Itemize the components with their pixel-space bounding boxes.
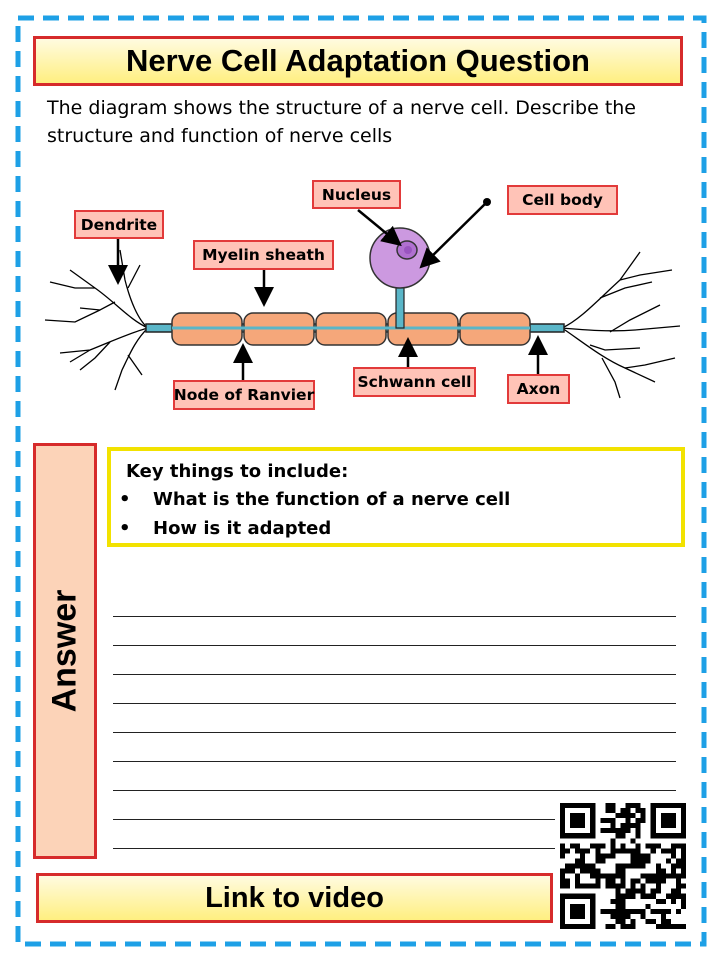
answer-panel: Answer (33, 443, 97, 859)
left-dendrites (44, 249, 149, 391)
page-title: Nerve Cell Adaptation Question (33, 36, 683, 86)
question-text: The diagram shows the structure of a ner… (47, 97, 636, 147)
label-node-of-ranvier: Node of Ranvier (173, 380, 315, 410)
answer-label: Answer (45, 589, 84, 713)
label-arrows (108, 201, 548, 380)
label-dendrite: Dendrite (74, 210, 164, 239)
key-things-title: Key things to include: (126, 461, 349, 482)
answer-line[interactable] (113, 761, 676, 762)
label-schwann-cell: Schwann cell (353, 367, 476, 397)
answer-line[interactable] (113, 674, 676, 675)
answer-line[interactable] (113, 790, 676, 791)
key-item: • How is it adapted (119, 518, 331, 539)
answer-line[interactable] (113, 645, 676, 646)
label-myelin-sheath: Myelin sheath (193, 240, 334, 270)
answer-line[interactable] (113, 616, 676, 617)
label-nucleus: Nucleus (312, 180, 401, 209)
right-dendrites (561, 251, 681, 399)
link-to-video-button[interactable]: Link to video (36, 873, 553, 923)
bullet: • (119, 518, 131, 539)
cell-body (369, 227, 431, 289)
key-item: • What is the function of a nerve cell (119, 489, 510, 510)
key-item-text: How is it adapted (153, 518, 332, 539)
answer-line[interactable] (113, 703, 676, 704)
bullet: • (119, 489, 131, 510)
answer-line[interactable] (113, 819, 555, 820)
answer-line[interactable] (113, 848, 555, 849)
qr-code-icon[interactable] (560, 803, 686, 929)
nerve-cell-diagram: Dendrite Nucleus Cell body Myelin sheath… (40, 170, 690, 420)
answer-line[interactable] (113, 732, 676, 733)
key-things-box: Key things to include: • What is the fun… (107, 447, 685, 547)
label-cell-body: Cell body (507, 185, 618, 215)
label-axon: Axon (507, 374, 570, 404)
key-item-text: What is the function of a nerve cell (153, 489, 511, 510)
nerve-cell-drawing (44, 198, 681, 399)
